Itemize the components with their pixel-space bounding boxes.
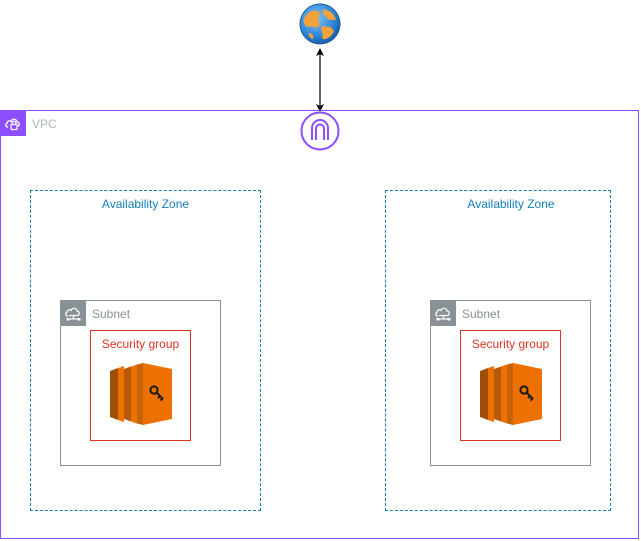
security-group-2-label: Security group [471, 337, 550, 351]
internet-gateway-icon [300, 111, 340, 151]
internet-globe-icon [299, 3, 341, 45]
subnet-icon [431, 301, 456, 326]
subnet-2-label: Subnet [462, 307, 501, 321]
subnet-1-label: Subnet [92, 307, 131, 321]
security-group-1 [90, 330, 191, 441]
ec2-instance-icon [110, 363, 172, 425]
connection-arrow [316, 48, 324, 112]
security-group-2 [460, 330, 561, 441]
vpc-container [0, 110, 639, 539]
subnet-icon [61, 301, 86, 326]
vpc-icon [1, 111, 26, 136]
availability-zone-1-label: Availability Zone [101, 197, 190, 211]
subnet-1 [60, 300, 221, 466]
subnet-2 [430, 300, 591, 466]
security-group-1-label: Security group [101, 337, 180, 351]
availability-zone-2-label: Availability Zone [467, 197, 555, 211]
availability-zone-2 [385, 190, 611, 511]
availability-zone-1 [30, 190, 261, 511]
vpc-label: VPC [32, 117, 57, 131]
ec2-instance-icon [480, 363, 542, 425]
